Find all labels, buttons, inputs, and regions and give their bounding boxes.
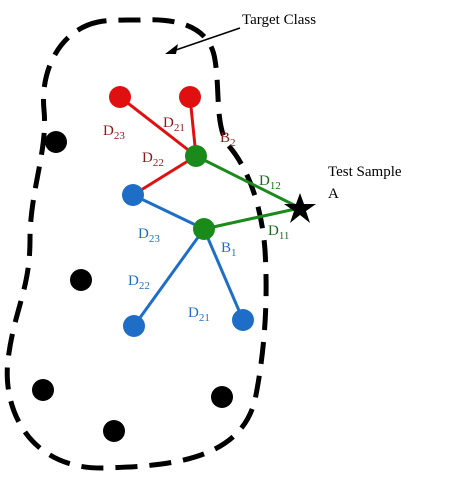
edge-blue-d22 [132,228,206,327]
point-blue [123,315,145,337]
test-sample-label: Test Sample [328,164,402,180]
label-b2: B2 [220,130,236,149]
label-blue-d23: D23 [138,226,160,245]
label-red-d21: D21 [163,115,185,134]
point-black [103,420,125,442]
point-red [179,86,201,108]
label-d12: D12 [259,173,281,192]
point-black [211,386,233,408]
edge-green-d12 [195,154,301,210]
point-red [109,86,131,108]
test-sample-star-icon [284,193,316,223]
target-class-label: Target Class [242,12,316,28]
target-class-arrowhead [165,44,178,54]
point-blue [232,309,254,331]
test-sample-id: A [328,186,339,202]
label-blue-d21: D21 [188,305,210,324]
point-black [70,269,92,291]
point-blue [122,184,144,206]
label-red-d22: D22 [142,150,164,169]
label-b1: B1 [221,240,237,259]
label-blue-d22: D22 [128,273,150,292]
edge-green-d11 [203,206,301,231]
label-red-d23: D23 [103,123,125,142]
target-class-boundary [4,17,269,471]
centroid-b2 [185,145,207,167]
point-black [45,131,67,153]
edge-blue-d21 [202,228,245,321]
point-black [32,379,54,401]
label-d11: D11 [268,223,289,242]
edge-red-d23 [119,95,197,158]
centroid-b1 [193,218,215,240]
edge-red-d22 [132,154,197,197]
edge-blue-d23 [132,193,205,231]
target-class-arrow-line [169,27,241,53]
